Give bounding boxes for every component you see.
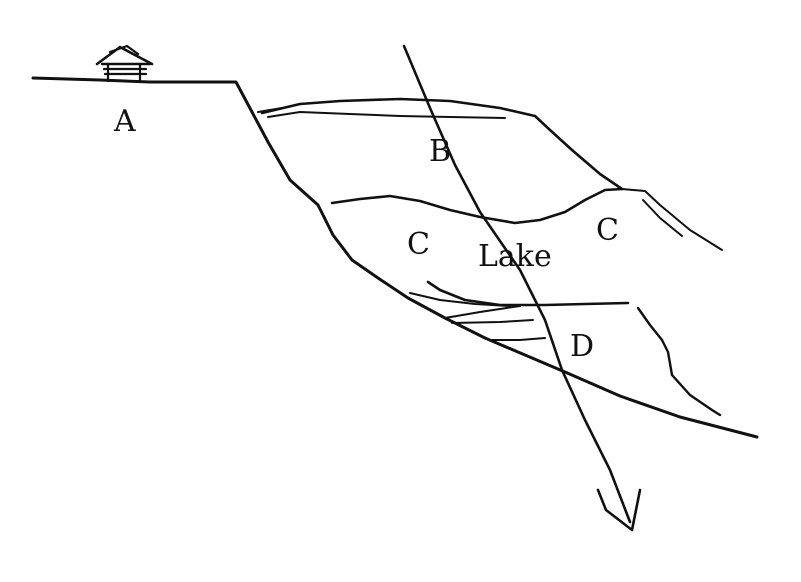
label-a: A	[113, 104, 136, 139]
lower-layer-inner-line-1	[409, 292, 511, 307]
label-d: D	[570, 329, 594, 364]
lower-layer-inner-line-4	[491, 337, 546, 341]
right-hatch-line-1	[621, 188, 723, 251]
label-c-left: C	[407, 227, 430, 262]
label-lake: Lake	[478, 239, 552, 274]
label-b: B	[429, 134, 451, 169]
right-hatch-line-2	[642, 199, 683, 237]
arrowhead-icon	[596, 488, 642, 532]
lower-layer-inner-line-2	[444, 305, 521, 319]
upper-layer-inner-line	[267, 111, 506, 119]
lake-top-line	[330, 187, 624, 225]
right-lower-edge-line	[636, 306, 722, 417]
upper-layer-line	[260, 97, 624, 191]
arrow-shaft	[402, 44, 632, 524]
ground-surface-line	[31, 76, 759, 439]
lower-layer-inner-line-3	[451, 319, 534, 324]
house-icon	[95, 44, 154, 83]
upper-layer-lower-line	[257, 107, 283, 113]
label-c-right: C	[596, 213, 619, 248]
